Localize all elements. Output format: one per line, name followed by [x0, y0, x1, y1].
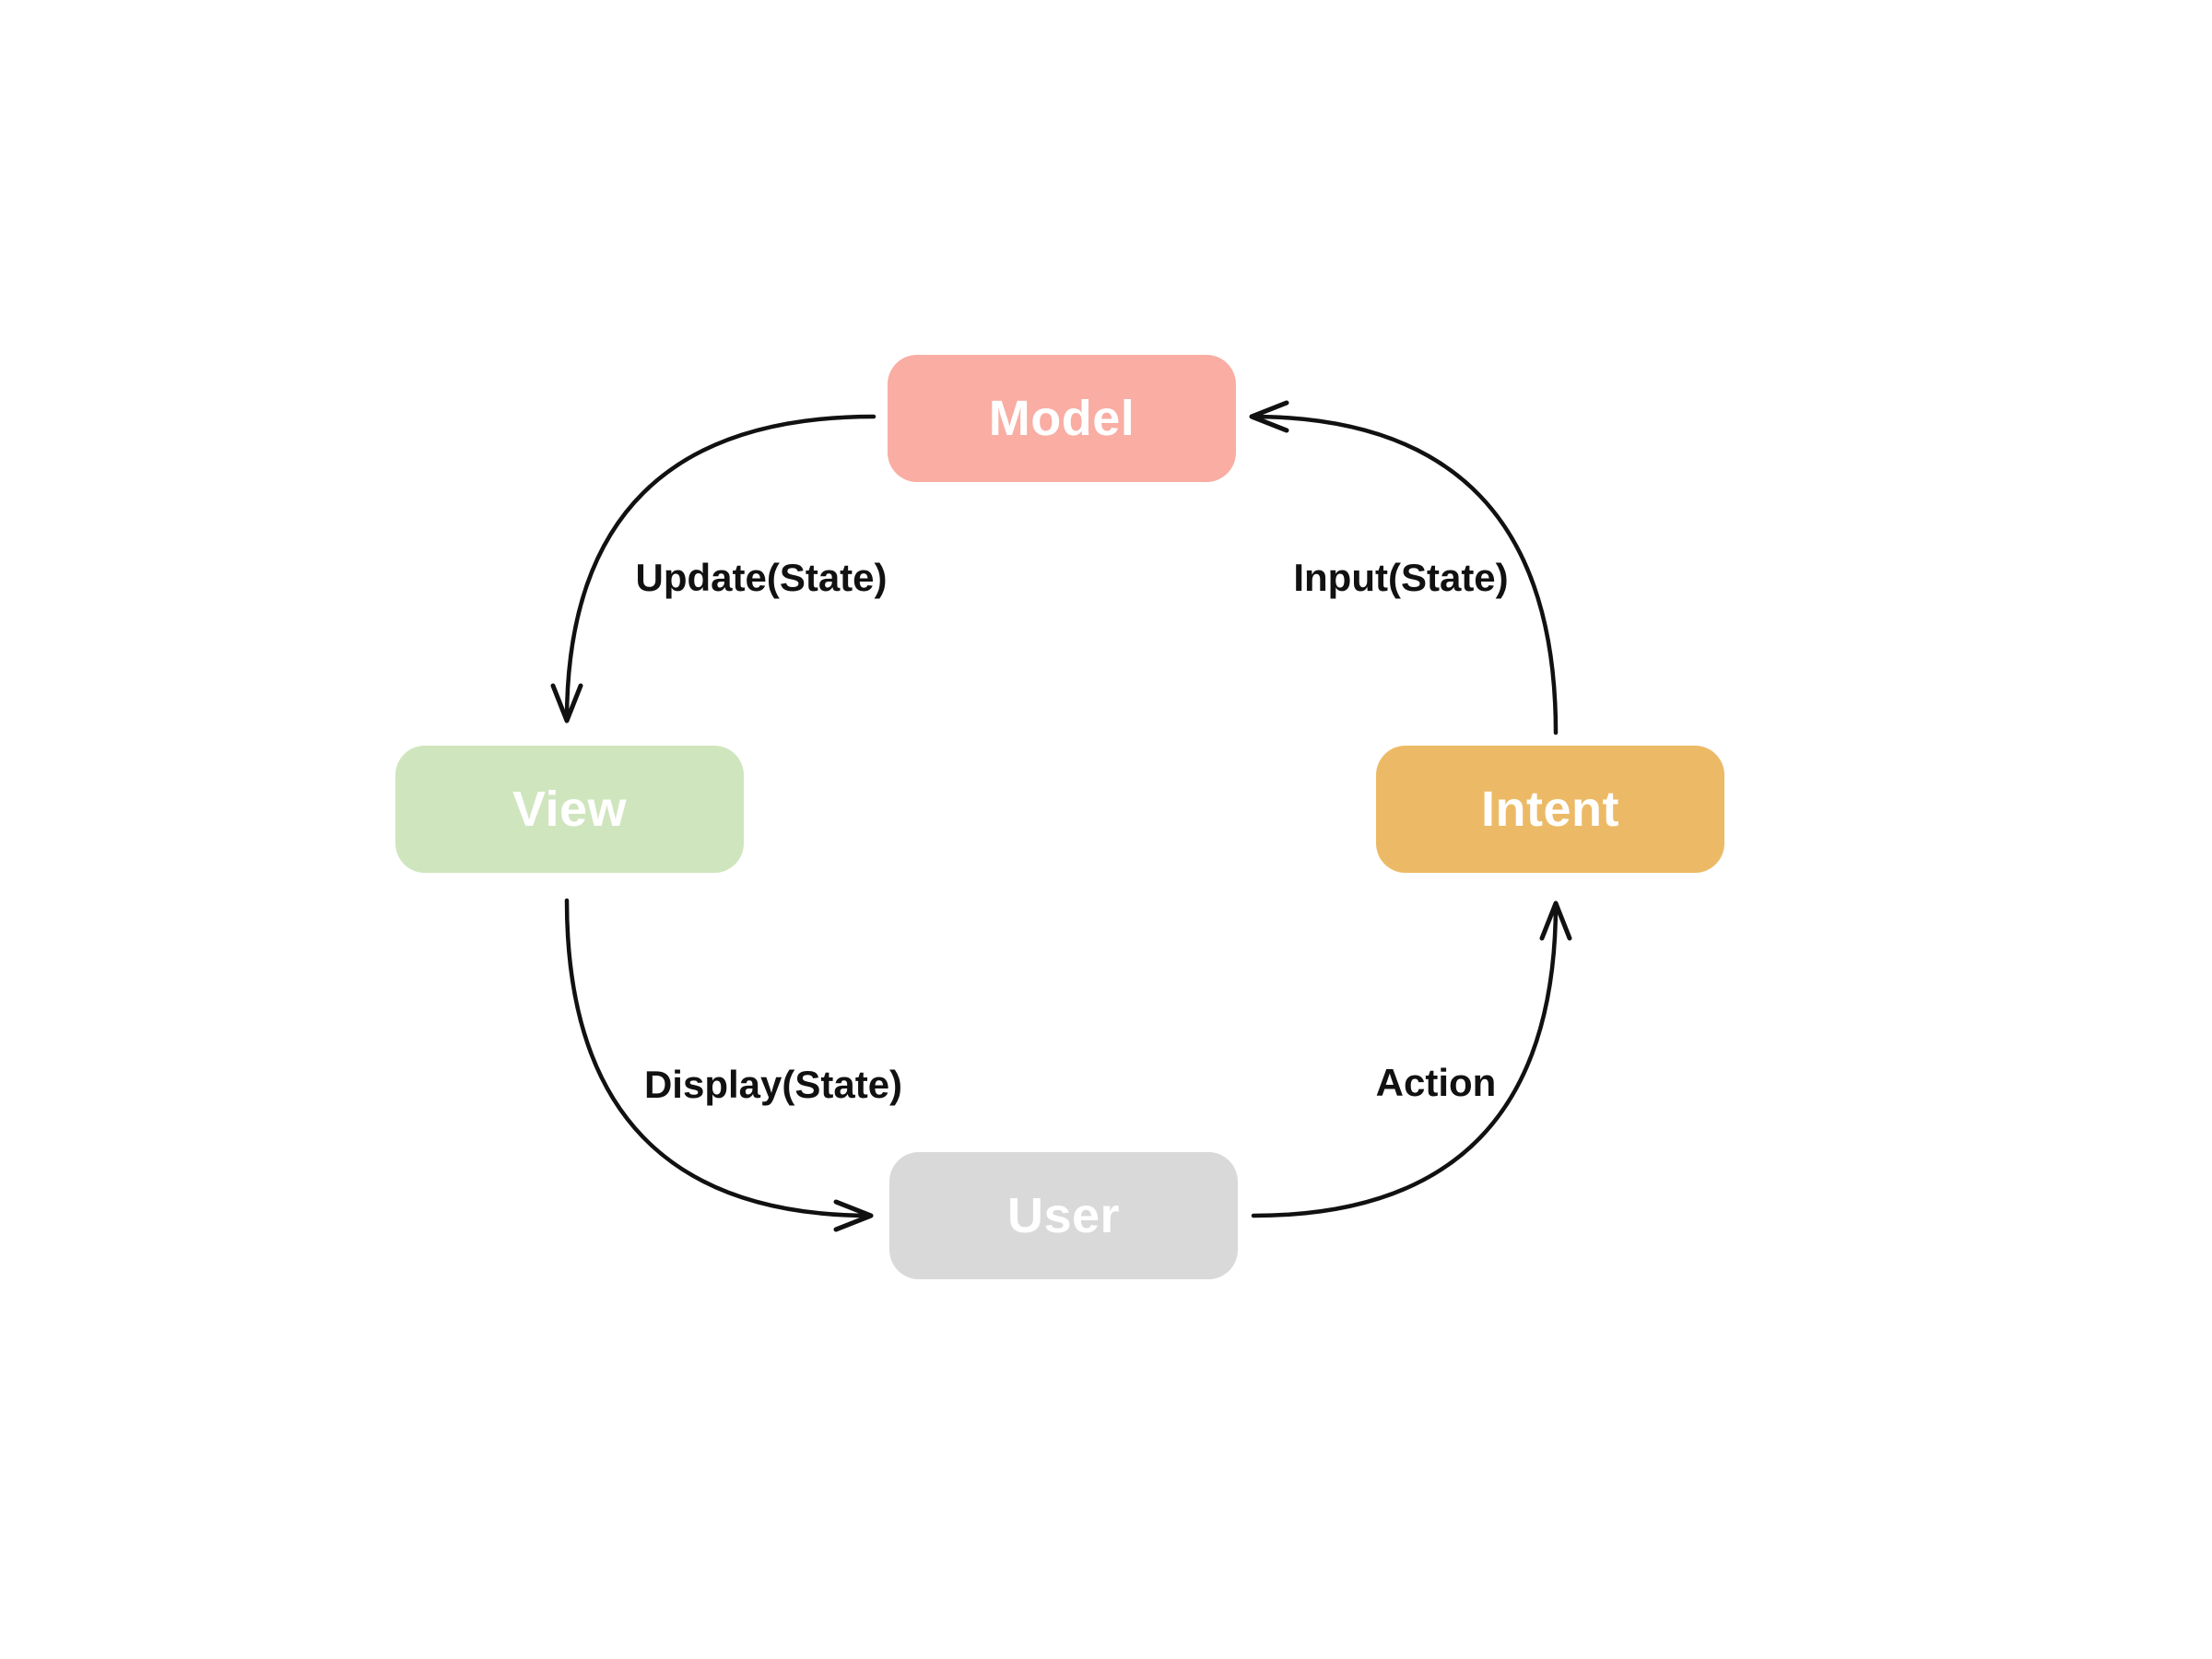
arrow-user-to-intent — [1251, 900, 1572, 1218]
edge-label-input-state: Input(State) — [1293, 556, 1509, 599]
edge-label-action: Action — [1375, 1061, 1497, 1104]
node-user: User — [889, 1152, 1238, 1279]
arrow-model-to-view — [550, 414, 877, 724]
node-user-label: User — [1006, 1188, 1121, 1243]
edge-label-display-state: Display(State) — [643, 1063, 903, 1106]
node-intent-label: Intent — [1481, 782, 1619, 837]
arrow-view-to-user — [564, 898, 874, 1232]
node-model: Model — [888, 355, 1236, 482]
node-intent: Intent — [1376, 746, 1724, 873]
edge-label-update-state: Update(State) — [635, 556, 888, 599]
arrow-intent-to-model — [1249, 400, 1559, 735]
node-view-label: View — [512, 782, 628, 837]
node-view: View — [395, 746, 744, 873]
node-model-label: Model — [988, 391, 1135, 446]
